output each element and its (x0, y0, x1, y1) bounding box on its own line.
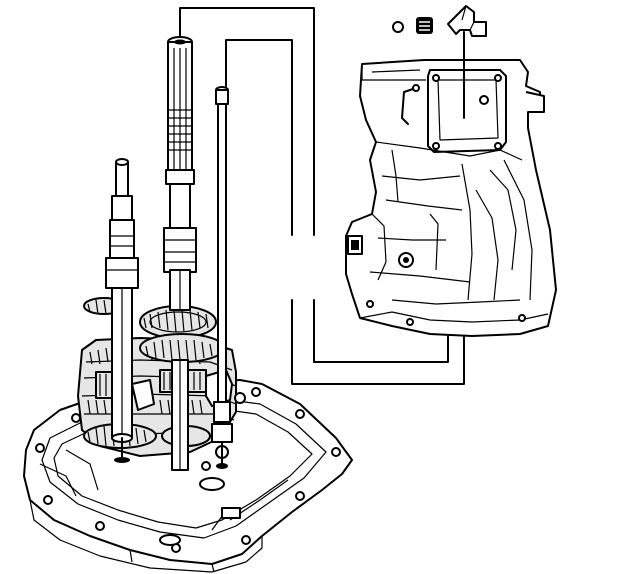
detent-spring (416, 17, 433, 34)
leader-line-shift-rail (225, 39, 465, 385)
access-cover (427, 31, 507, 153)
transmission-case (345, 31, 557, 337)
shift-rail (211, 86, 233, 469)
shift-lever-bracket (447, 5, 487, 37)
detent-ball (392, 21, 404, 33)
leader-line-main-shaft (179, 7, 449, 363)
main-shaft (163, 36, 197, 471)
countershaft (105, 158, 139, 463)
